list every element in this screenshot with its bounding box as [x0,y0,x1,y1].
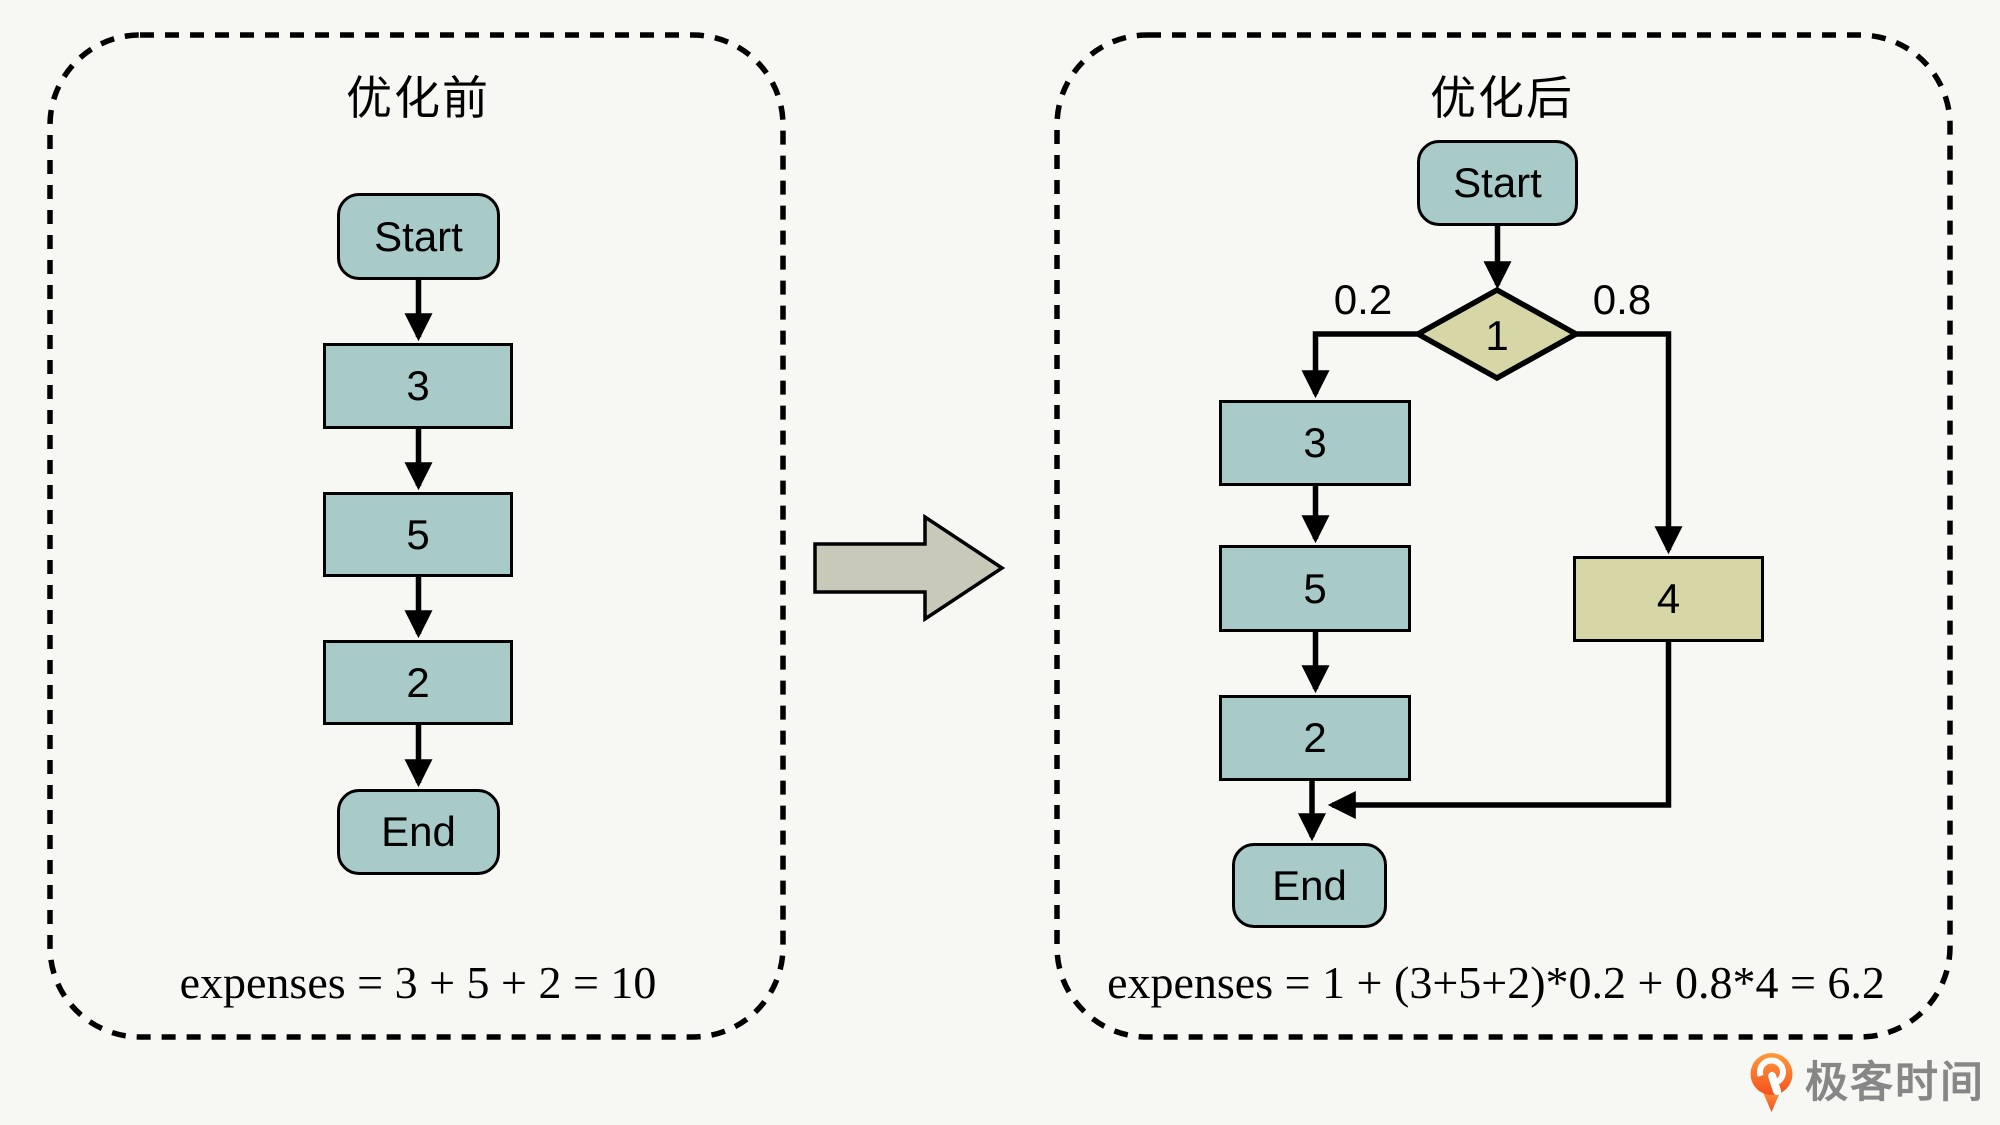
before-node-2: 2 [323,640,513,725]
transform-block-arrow-icon [813,513,1006,623]
before-node-end: End [337,789,500,875]
geektime-logo-icon [1750,1053,1793,1112]
after-panel-title: 优化后 [1430,72,1574,124]
after-expenses-formula: expenses = 1 + (3+5+2)*0.2 + 0.8*4 = 6.2 [1107,957,1885,1008]
before-node-5: 5 [323,492,513,577]
branch-probability-left: 0.2 [1333,276,1393,323]
after-node-2: 2 [1219,695,1411,781]
before-expenses-formula: expenses = 3 + 5 + 2 = 10 [179,957,657,1008]
branch-probability-right: 0.8 [1592,276,1652,323]
after-node-start: Start [1417,140,1578,226]
after-node-5: 5 [1219,545,1411,632]
after-edge-decision-3 [1301,331,1418,399]
after-node-decision-label: 1 [1485,312,1509,359]
geektime-logo-text: 极客时间 [1805,1058,1985,1107]
after-node-end: End [1232,843,1387,928]
before-node-start: Start [337,193,500,280]
after-edge-decision-4 [1576,331,1683,555]
before-node-3: 3 [323,343,513,429]
after-node-3: 3 [1219,400,1411,486]
geektime-logo: 极客时间 [1748,1052,1985,1114]
before-panel-title: 优化前 [346,72,490,124]
after-node-4: 4 [1573,556,1764,642]
